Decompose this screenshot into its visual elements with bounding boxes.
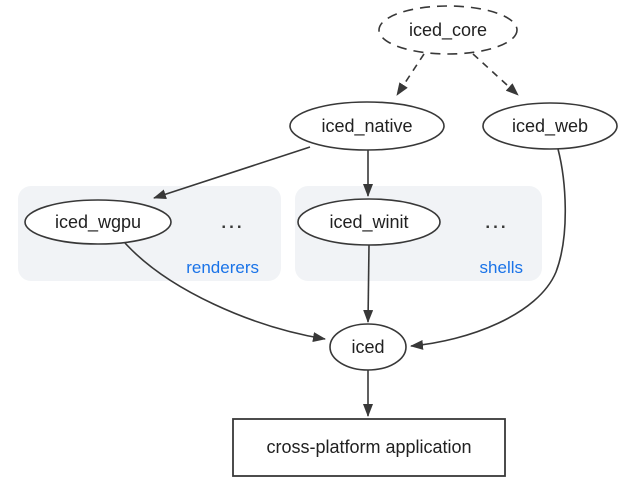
node-iced	[329, 323, 407, 371]
shells-ellipsis: ...	[485, 213, 508, 232]
edge-iced-core-to-iced-native	[396, 53, 425, 96]
node-iced-core-label: iced_core	[409, 20, 487, 41]
node-iced-web	[482, 102, 618, 150]
renderers-group-label: renderers	[186, 258, 259, 277]
node-iced-wgpu	[24, 199, 172, 245]
node-application-label: cross-platform application	[266, 437, 471, 457]
node-iced-native	[289, 101, 445, 151]
edge-iced-wgpu-to-iced	[124, 242, 326, 342]
node-iced-native-label: iced_native	[321, 116, 412, 137]
shells-group-label: shells	[480, 258, 523, 277]
node-iced-wgpu-label: iced_wgpu	[55, 212, 141, 233]
edge-iced-native-to-iced-wgpu	[153, 146, 311, 200]
node-application	[232, 418, 506, 477]
node-iced-label: iced	[351, 337, 384, 357]
node-iced-core	[378, 5, 518, 55]
node-iced-winit	[297, 198, 441, 246]
edge-iced-web-to-iced	[410, 148, 567, 350]
node-iced-web-label: iced_web	[512, 116, 588, 137]
edge-iced-core-to-iced-web	[472, 53, 519, 96]
renderers-ellipsis: ...	[221, 213, 244, 232]
node-iced-winit-label: iced_winit	[329, 212, 408, 233]
edge-iced-winit-to-iced	[363, 244, 374, 323]
